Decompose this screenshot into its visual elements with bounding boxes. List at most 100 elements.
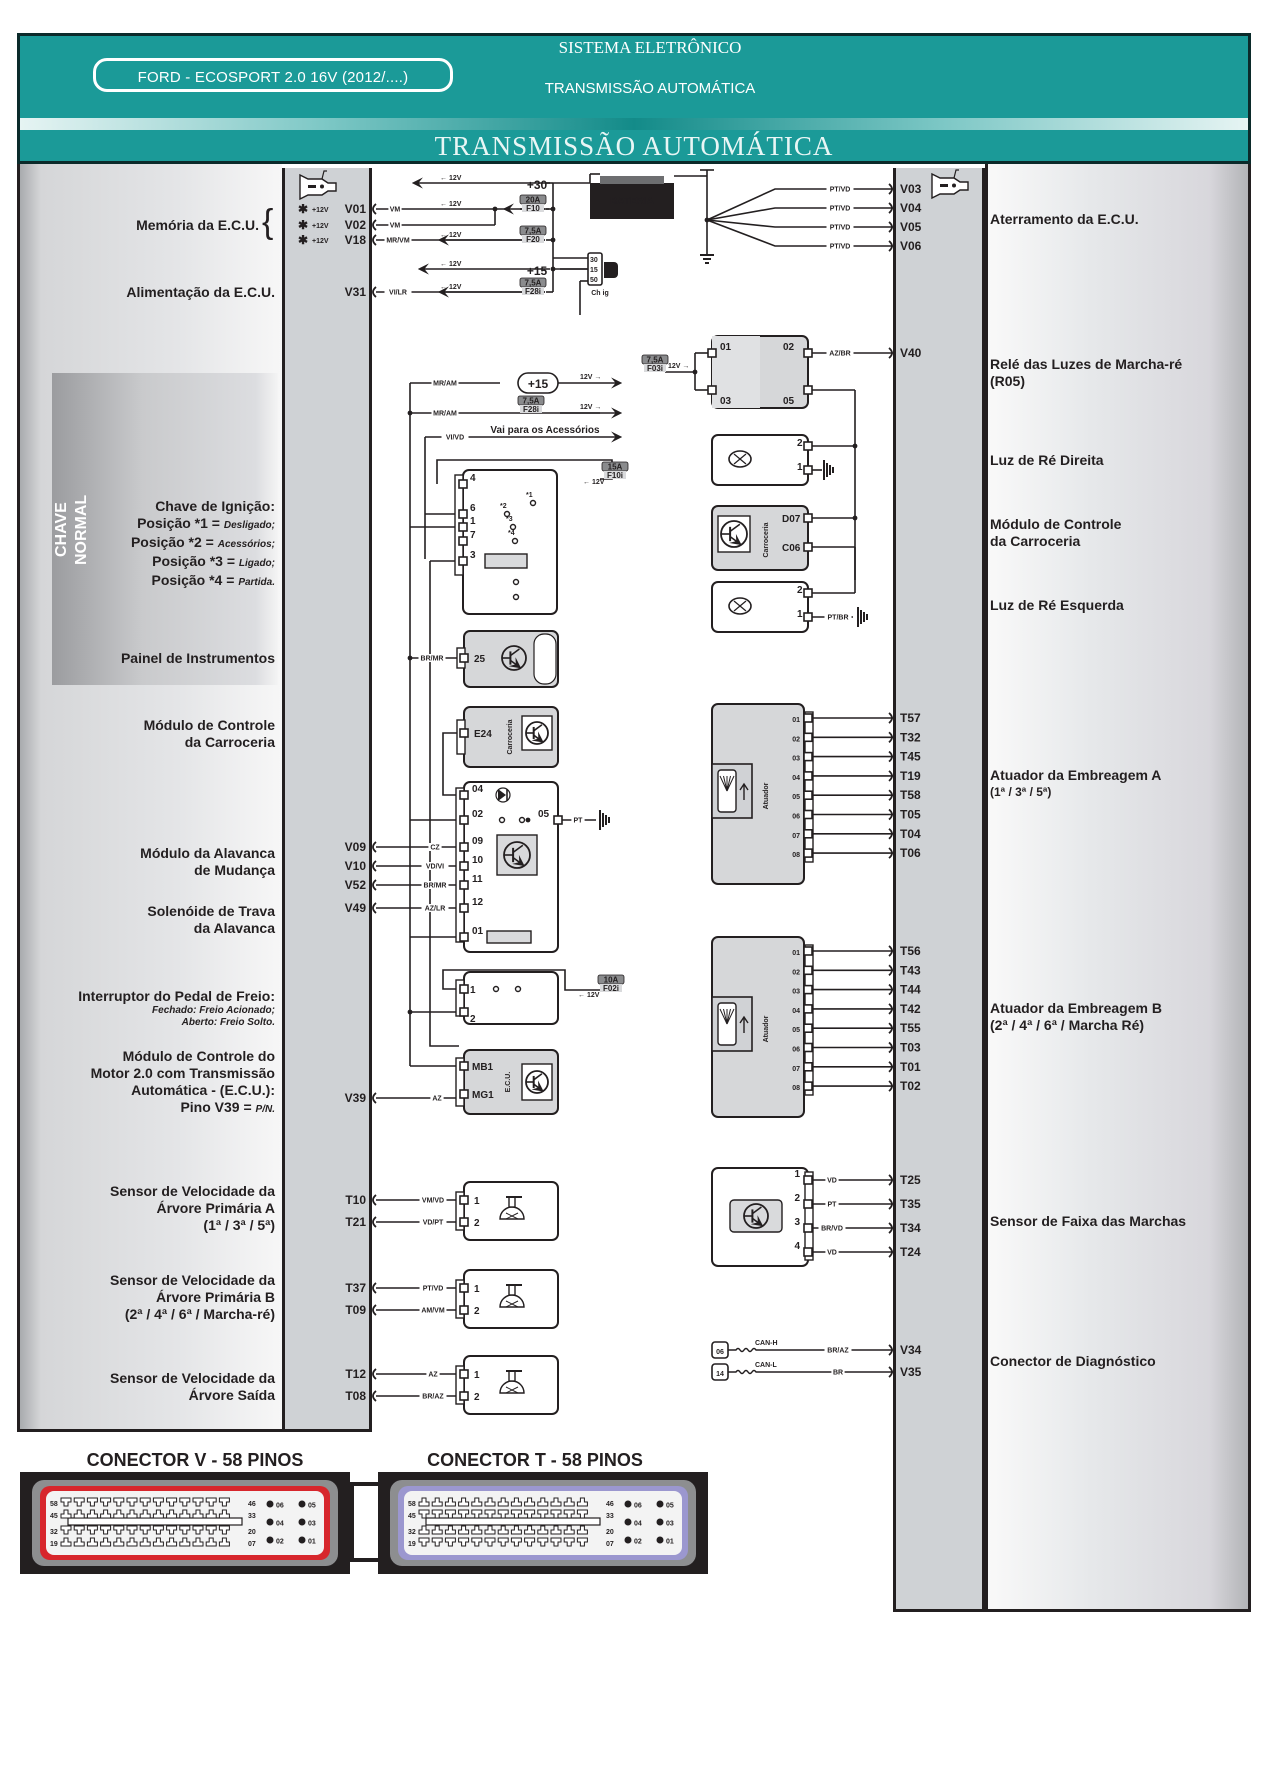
transistor-collector <box>512 844 524 854</box>
ecu-pin-T57: T57 <box>900 711 921 725</box>
actuator-pin-06: 06 <box>792 1047 800 1054</box>
memory-star-icon: ✱ <box>298 233 308 247</box>
connector-t-pin <box>471 1509 483 1519</box>
sensor-probe <box>508 1196 516 1208</box>
battery-top <box>600 176 664 184</box>
relay-pin-05: 05 <box>783 396 795 407</box>
can-label: CAN-H <box>755 1340 778 1347</box>
connector-v-pin <box>192 1509 204 1519</box>
connector-t-power-pin <box>624 1518 632 1526</box>
terminal <box>803 771 813 781</box>
connector-v-pin <box>113 1497 125 1507</box>
wire-color-label: MR/AM <box>433 381 457 388</box>
fuse-f10i-base <box>604 471 626 479</box>
connector-v-pin <box>192 1497 204 1507</box>
ecu-pin-T55: T55 <box>900 1021 921 1035</box>
page-title: TRANSMISSÃO AUTOMÁTICA <box>434 131 834 161</box>
connector-t-pin <box>510 1525 522 1535</box>
ecu-pin-T43: T43 <box>900 963 921 977</box>
12v-label: ← 12V <box>440 201 462 208</box>
transistor-emitter <box>750 1215 764 1227</box>
fuse-f02i-rating: 10A <box>604 976 619 985</box>
connector-v-pin <box>192 1537 204 1547</box>
terminal <box>803 984 813 995</box>
ecu-pin-V05: V05 <box>900 220 922 234</box>
wire-label-bg <box>419 1284 447 1292</box>
connector-t-row-label-start: 32 <box>408 1529 416 1536</box>
connector-t-row-label-start: 58 <box>408 1501 416 1508</box>
ign-term-4 <box>458 479 468 489</box>
lamp-ground-icon <box>823 460 834 480</box>
speed-pin-1: 1 <box>474 1284 480 1295</box>
actuator-vertical-label: Atuador <box>763 782 770 809</box>
wire-label-bg <box>825 1248 839 1256</box>
terminal <box>803 965 813 976</box>
pin-socket <box>888 183 893 195</box>
lock-solenoid-coil <box>486 930 532 944</box>
range-pin-2: 2 <box>794 1193 800 1204</box>
ign-mark: *2 <box>500 503 507 510</box>
label-ecu-memory: Memória da E.C.U. <box>136 217 259 233</box>
pcm-connector <box>455 1057 465 1107</box>
connector-v-pin <box>166 1497 178 1507</box>
connector-t-pin <box>458 1525 470 1535</box>
connector-t-pin <box>510 1497 522 1507</box>
connector-v-power-pin <box>298 1518 306 1526</box>
ecu-pin-T19: T19 <box>900 769 921 783</box>
can-label: CAN-L <box>755 1362 777 1369</box>
range-sensor-connector <box>804 1171 814 1261</box>
connector-v-power-pin-label-05: 05 <box>308 1503 316 1510</box>
junction-dot <box>692 369 698 375</box>
connector-t-power-pin <box>624 1500 632 1508</box>
connector-t-row-label-end: 46 <box>606 1501 614 1508</box>
switch-contact <box>529 499 537 507</box>
transistor-emitter <box>531 731 544 743</box>
connector-t-power-pin-label-05: 05 <box>666 1503 674 1510</box>
wire-label-bg <box>431 379 459 387</box>
range-pin-1: 1 <box>794 1169 800 1180</box>
terminal <box>803 1175 813 1185</box>
wire-color-label: VI/LR <box>389 290 407 297</box>
lever-pin-10: 10 <box>472 855 484 866</box>
connector-v-pin <box>152 1497 164 1507</box>
label-ecu-ground: Aterramento da E.C.U. <box>990 211 1139 227</box>
wire <box>442 969 600 991</box>
wire-color-label: PT/VD <box>830 187 851 194</box>
pin-socket <box>888 828 893 840</box>
ecu-pin-T02: T02 <box>900 1079 921 1093</box>
connector-v-pin <box>113 1509 125 1519</box>
connector-v-pin <box>73 1509 85 1519</box>
actuator-arrow <box>739 782 749 800</box>
lever-pin-01: 01 <box>472 926 484 937</box>
connector-t-pin <box>497 1509 509 1519</box>
speed-sensor-connector <box>455 1191 465 1231</box>
ecu-pin-T04: T04 <box>900 827 921 841</box>
transistor-emitter <box>531 1080 544 1092</box>
wire-color-label: MR/VM <box>386 238 410 245</box>
wire-color-label: AZ <box>432 1096 442 1103</box>
connector-t-pin <box>431 1497 443 1507</box>
connector-v-pin <box>218 1497 230 1507</box>
fuse-f10-id: F10 <box>526 204 540 213</box>
connector-v-pin <box>179 1525 191 1535</box>
connector-t-title: CONECTOR T - 58 PINOS <box>427 1450 643 1470</box>
switch-contact <box>514 985 522 993</box>
pin-socket <box>888 1198 893 1210</box>
connector-t-pin <box>563 1509 575 1519</box>
terminal <box>459 1217 469 1227</box>
wire-color-label: PT/VD <box>830 225 851 232</box>
actuator-vertical-label: Atuador <box>763 1015 770 1042</box>
connector-bridge <box>350 1482 384 1562</box>
connector-t-pin <box>444 1537 456 1547</box>
relay-term-03 <box>707 385 717 395</box>
terminal <box>803 751 813 762</box>
actuator-ray <box>719 1008 728 1025</box>
actuator-connector <box>804 711 814 863</box>
connector-v-pin <box>86 1525 98 1535</box>
connector-t-pin <box>576 1497 588 1507</box>
connector-t-pin <box>576 1537 588 1547</box>
connector-v-pin <box>152 1509 164 1519</box>
connector-t-power-pin-label-03: 03 <box>666 1521 674 1528</box>
actuator-pin-04: 04 <box>792 775 800 782</box>
12v-label: ← 12V <box>583 479 605 486</box>
